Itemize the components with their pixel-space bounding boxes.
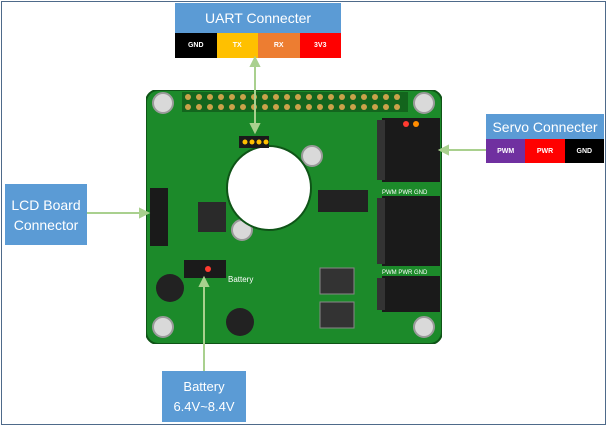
uart-pin-3v3: 3V3 <box>299 33 341 58</box>
battery-label-line1: Battery <box>183 378 225 394</box>
servo-connector-label: Servo Connecter <box>486 114 604 139</box>
servo-header-block <box>382 118 440 312</box>
battery-silkscreen: Battery <box>228 275 253 284</box>
uart-pin-rx: RX <box>258 33 300 58</box>
uart-pin-tx: TX <box>216 33 258 58</box>
mounting-holes <box>152 92 435 338</box>
pwm-header-label-1: PWM PWR GND <box>382 190 428 196</box>
pwm-header-label-2: PWM PWR GND <box>382 270 428 276</box>
servo-pin-gnd: GND <box>564 139 604 163</box>
mosfet-2 <box>319 301 355 329</box>
servo-pin-pwr: PWR <box>525 139 565 163</box>
uart-pin-row: GND TX RX 3V3 <box>175 33 341 58</box>
center-cutout <box>226 145 312 231</box>
capacitor-2 <box>226 308 254 336</box>
mosfet-1 <box>319 267 355 295</box>
battery-label-line2: 6.4V~8.4V <box>173 398 235 414</box>
regulator <box>198 202 226 232</box>
lcd-connector-on-board <box>150 188 168 246</box>
uart-pin-gnd: GND <box>175 33 217 58</box>
servo-pin-row: PWM PWR GND <box>486 139 604 163</box>
battery-label: Battery 6.4V~8.4V <box>162 371 246 422</box>
lcd-connector-label: LCD Board Connector <box>5 184 87 245</box>
pcb-board: PWM PWR GND PWM PWR GND Battery <box>146 90 442 344</box>
lcd-label-line1: LCD Board <box>11 196 81 213</box>
capacitor-1 <box>156 274 184 302</box>
ic-chip <box>318 190 368 212</box>
uart-connector-label: UART Connecter <box>175 3 341 33</box>
lcd-label-line2: Connector <box>13 216 79 233</box>
servo-pin-pwm: PWM <box>486 139 526 163</box>
